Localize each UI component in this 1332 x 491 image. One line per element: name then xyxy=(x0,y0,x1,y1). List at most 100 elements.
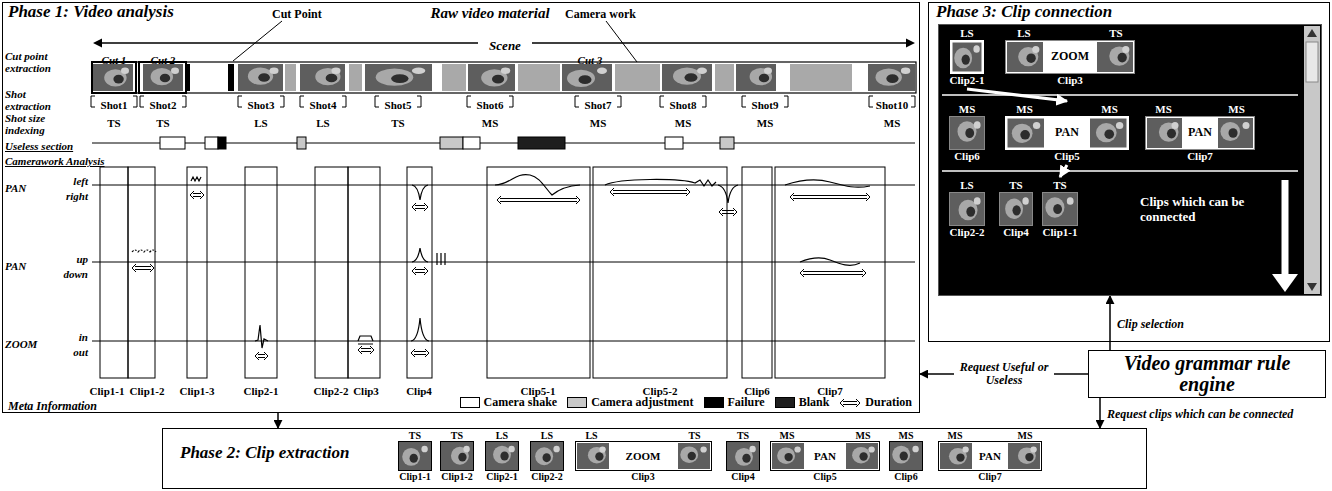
clip-window xyxy=(187,167,207,378)
video-frame xyxy=(950,193,984,225)
frame-ground xyxy=(1007,42,1043,72)
shot-size-label: TS xyxy=(1053,179,1066,192)
shot-size-label: MS xyxy=(675,117,692,129)
label-box: Shot extraction xyxy=(5,88,65,112)
frame-border xyxy=(727,442,760,471)
shot-size-label: LS xyxy=(254,117,267,129)
shot-size-label: MS xyxy=(856,430,871,441)
clip-window xyxy=(742,167,772,378)
clip-top-row: TS xyxy=(1041,179,1080,192)
clip-thumbnail: TSClip1-1 xyxy=(397,429,433,483)
label-box: Shot5 xyxy=(385,95,412,113)
clip-top-inner: MSMS xyxy=(938,430,1042,441)
clip-label: Clip5 xyxy=(1054,150,1080,163)
connector xyxy=(1109,296,1111,350)
frame-ground xyxy=(727,442,759,470)
frame-shape xyxy=(1012,205,1020,215)
clip-top-cell: LS xyxy=(949,179,985,192)
frame-ground xyxy=(951,41,983,73)
clip-top-cell: LS xyxy=(485,430,519,441)
legend-duration-symbol xyxy=(839,398,861,408)
frame-ground xyxy=(93,64,133,91)
shot-size-label: MS xyxy=(1155,103,1172,116)
clip-top-row: LS xyxy=(948,179,987,192)
legend-text: Camera adjustment xyxy=(591,396,693,409)
shot-bracket xyxy=(869,96,915,107)
clip-picture xyxy=(770,441,880,471)
frame-ground xyxy=(1218,118,1253,148)
shot-size-label: TS xyxy=(156,117,169,129)
camerawork-curve xyxy=(412,185,428,200)
clip-window xyxy=(100,167,128,378)
clip-label: Clip6 xyxy=(954,150,980,163)
frame-shape xyxy=(421,446,427,453)
shot-size-label: TS xyxy=(688,430,700,441)
clip-label: Clip7 xyxy=(978,471,1001,482)
frame-shape xyxy=(508,446,514,453)
clip-window xyxy=(245,167,277,378)
clip-picture xyxy=(949,116,985,150)
clip-top-inner: MSMS xyxy=(1005,103,1129,116)
frame-shape xyxy=(886,74,898,83)
clip-bottom-row: Clip6 xyxy=(949,150,985,163)
clip-thumbnail: LSClip2-2 xyxy=(529,429,565,483)
video-frame xyxy=(1000,193,1032,225)
legend-item: Blank xyxy=(775,396,830,409)
frame-shape xyxy=(1167,129,1176,139)
label-box: TS xyxy=(107,113,120,131)
clip-frame xyxy=(889,441,923,471)
clip-top-inner: TS xyxy=(440,430,474,441)
clip-bottom-row: Clip2-1 xyxy=(948,74,987,87)
camerawork-curve xyxy=(605,179,716,186)
useless-section-box xyxy=(665,137,683,149)
clip-top-row: MSMS xyxy=(770,430,880,441)
axis-label: ZOOM xyxy=(5,338,37,350)
rule-engine-box: Video grammar rule engine xyxy=(1088,350,1326,398)
frame-shape xyxy=(868,446,874,452)
frame-shape xyxy=(852,447,870,464)
duration-arrow xyxy=(840,399,860,407)
highlight-border xyxy=(951,41,983,73)
camera-work-frame xyxy=(790,64,852,91)
clip-top-row: MS xyxy=(889,430,923,441)
frame-shape xyxy=(1030,446,1036,452)
video-frame xyxy=(1007,118,1044,148)
duration-arrow xyxy=(800,269,866,277)
shot-size-label: MS xyxy=(948,430,963,441)
clip-bottom-row: Clip6 xyxy=(889,471,923,482)
clip-top-row: LSTS xyxy=(575,430,712,441)
camerawork-label: PAN xyxy=(814,450,836,462)
legend-swatch xyxy=(460,397,480,408)
clip-label: Clip3 xyxy=(631,471,654,482)
frame-shape xyxy=(965,128,974,138)
camera-work-frame xyxy=(518,64,560,91)
label-box: Shot4 xyxy=(310,95,337,113)
frame-ground xyxy=(868,64,915,91)
legend: Camera shakeCamera adjustmentFailureBlan… xyxy=(460,396,912,409)
clip-thumbnail: TSClip1-1 xyxy=(1041,177,1080,241)
clip-window xyxy=(315,167,348,378)
clip-bottom-row: Clip7 xyxy=(938,471,1042,482)
axis-label: in xyxy=(79,331,88,343)
frame-border xyxy=(951,41,984,74)
frame-shape xyxy=(956,453,964,461)
shot-bracket xyxy=(238,96,284,107)
clip-thumbnail: LSTSZOOMClip3 xyxy=(1005,25,1135,89)
shot-label: Shot1 xyxy=(101,99,128,111)
camerawork-label: ZOOM xyxy=(626,450,661,462)
clip-bottom-row: Clip2-2 xyxy=(529,471,565,482)
frame-border xyxy=(1000,193,1033,226)
clip-top-cell: TS xyxy=(1042,179,1078,192)
frame-shape xyxy=(784,453,792,461)
panel-title: Phase 2: Clip extraction xyxy=(180,444,350,463)
frame-shape xyxy=(750,68,772,85)
clip-frame xyxy=(950,40,984,74)
frame-shape xyxy=(501,68,510,74)
label-box: down xyxy=(64,264,88,282)
clip-top-inner: MSMS xyxy=(770,430,880,441)
clip-bottom-row: Clip5 xyxy=(770,471,880,482)
video-frame xyxy=(577,443,609,469)
frame-shape xyxy=(160,74,170,83)
clip-bottom-row: Clip4 xyxy=(726,471,760,482)
clip-bottom-row: Clip7 xyxy=(1145,150,1255,163)
